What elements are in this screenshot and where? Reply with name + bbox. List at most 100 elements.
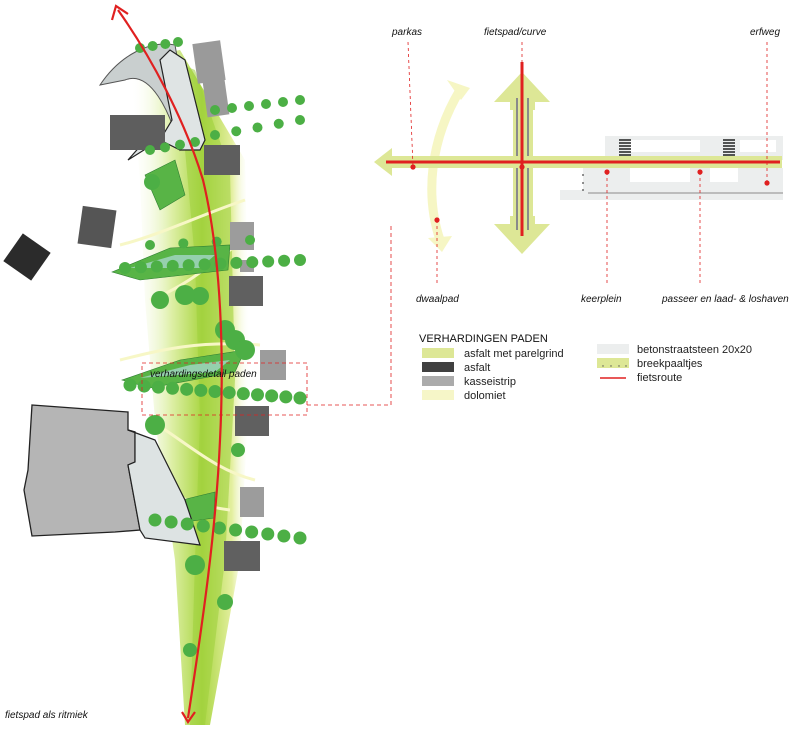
legend-swatch-kasseistrip (422, 376, 454, 386)
tree (196, 519, 210, 533)
tree (295, 95, 305, 105)
tree (183, 643, 197, 657)
tree (182, 259, 195, 272)
tree (231, 126, 242, 137)
tree (134, 261, 147, 274)
tree (277, 529, 291, 543)
large-building (23, 404, 141, 537)
tree (227, 103, 237, 113)
tree (293, 531, 307, 545)
tree (151, 291, 169, 309)
tree (175, 285, 195, 305)
label-erfweg: erfweg (750, 27, 780, 38)
label-dwaalpad: dwaalpad (416, 294, 459, 305)
tree (160, 142, 170, 153)
tree (119, 262, 131, 274)
tree (235, 340, 255, 360)
tree (231, 443, 245, 457)
paving-inner-4 (710, 168, 738, 182)
tree (252, 122, 263, 133)
label-passeer: passeer en laad- & loshaven (661, 294, 789, 305)
tree (261, 527, 275, 541)
legend-swatch-asfalt-parelgrind (422, 348, 454, 358)
tree (150, 260, 163, 273)
tree (166, 259, 179, 272)
tree (236, 387, 250, 401)
tree (208, 385, 222, 398)
tree (160, 39, 171, 49)
tree (175, 139, 185, 150)
steps-symbol-2 (723, 139, 735, 156)
tree (261, 99, 271, 109)
legend-swatch-asfalt (422, 362, 454, 372)
tree (123, 378, 137, 392)
tree (151, 380, 165, 394)
tree (145, 240, 155, 250)
detail-frame (141, 362, 308, 416)
tree (210, 130, 220, 140)
tree (251, 388, 264, 402)
tree (217, 594, 233, 610)
tree (278, 97, 288, 107)
legend-label-breekpaaltjes: breekpaaltjes (637, 358, 703, 370)
tree (262, 255, 275, 268)
tree (164, 515, 178, 529)
route-arrow-bottom (181, 711, 196, 725)
bicycle-route (117, 9, 223, 719)
tree (229, 523, 243, 537)
tree (166, 381, 179, 395)
tree (222, 386, 236, 400)
paving-inner-3 (630, 168, 690, 182)
tree (278, 254, 291, 267)
tree (230, 256, 243, 269)
paving-inner-2 (740, 140, 776, 152)
paving-inner (630, 140, 700, 152)
legend-swatch-breekpaaltjes (597, 358, 629, 368)
legend-swatch-dolomiet (422, 390, 454, 400)
tree (265, 389, 279, 403)
tree (190, 137, 200, 147)
tree (185, 555, 205, 575)
steps-symbol-1 (619, 139, 631, 156)
legend-label-kasseistrip: kasseistrip (464, 376, 516, 388)
tree (198, 258, 211, 271)
leader-dots (410, 164, 770, 223)
tree (210, 105, 220, 115)
tree (212, 521, 226, 535)
legend-label-dolomiet: dolomiet (464, 390, 506, 402)
light-plot-south (127, 429, 201, 546)
buildings (3, 40, 286, 571)
tree (293, 391, 307, 405)
tree (180, 382, 194, 396)
legend-label-asfalt: asfalt (464, 362, 490, 374)
tree (295, 115, 305, 125)
site-map: verhardingsdetail paden fietspad als rit… (3, 4, 392, 725)
path-detail: parkas fietspad/curve erfweg dwaalpad ke… (374, 27, 789, 305)
horizontal-arrow-left (374, 148, 392, 176)
tree (147, 41, 158, 51)
label-parkas: parkas (391, 27, 422, 38)
leader-lines (407, 41, 768, 285)
tree (244, 101, 254, 111)
label-keerplein: keerplein (581, 294, 622, 305)
detail-connector (307, 226, 392, 406)
legend-label-asfalt-parelgrind: asfalt met parelgrind (464, 348, 564, 360)
tree (144, 174, 160, 190)
legend-swatch-betonstraatsteen (597, 344, 629, 354)
bollard-dots (582, 174, 584, 191)
legend-label-betonstraatsteen: betonstraatsteen 20x20 (637, 344, 752, 356)
detail-label: verhardingsdetail paden (150, 369, 257, 380)
tree (245, 235, 255, 245)
legend-label-fietsroute: fietsroute (637, 372, 682, 384)
tree (191, 287, 209, 305)
tree (194, 383, 208, 397)
tree (279, 390, 293, 404)
tree (273, 118, 284, 129)
tree (180, 517, 194, 531)
route-arrow-top (110, 4, 129, 21)
tree (178, 238, 189, 249)
dolomite-arrow-tail (428, 236, 452, 252)
tree (294, 254, 306, 266)
tree (148, 513, 162, 527)
